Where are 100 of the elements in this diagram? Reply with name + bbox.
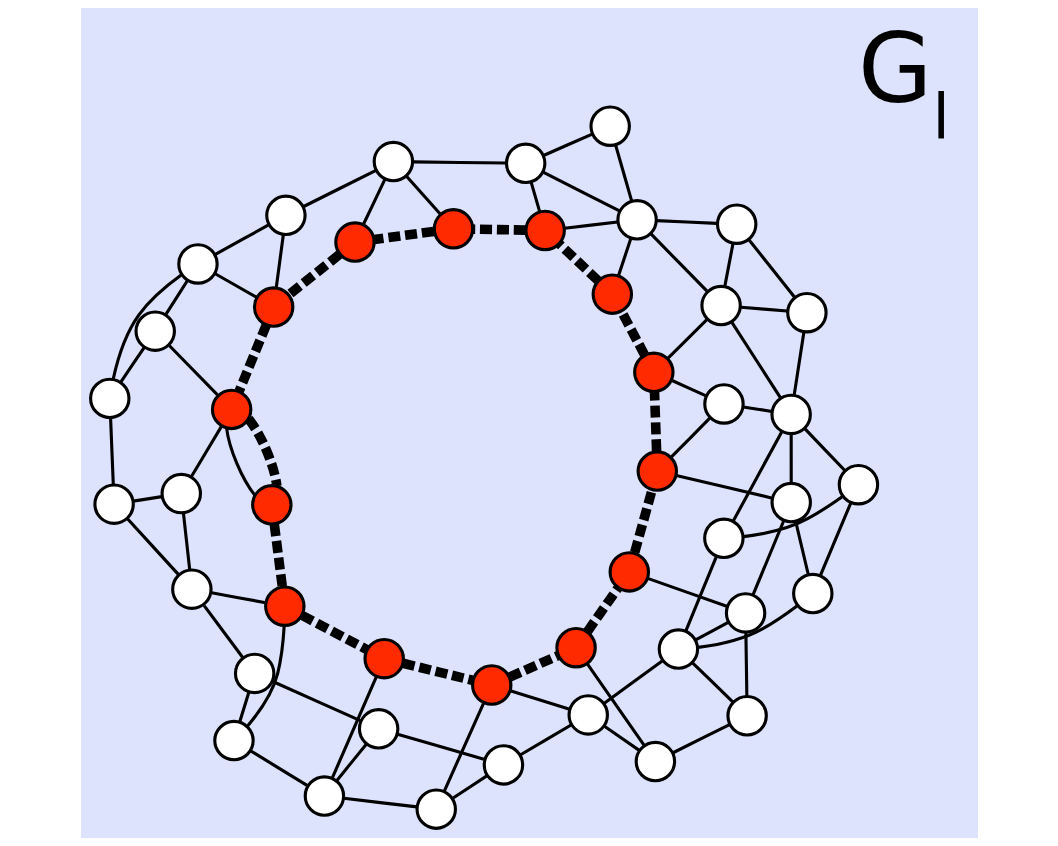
node-circle bbox=[785, 291, 828, 334]
node-circle bbox=[567, 694, 609, 736]
connector bbox=[361, 178, 386, 225]
node-circle bbox=[176, 243, 219, 285]
connector bbox=[542, 132, 593, 157]
connector bbox=[582, 585, 622, 635]
node-circle bbox=[702, 383, 745, 425]
node-circle bbox=[837, 464, 879, 506]
connector bbox=[285, 250, 342, 299]
connector bbox=[269, 523, 287, 588]
connector bbox=[213, 272, 258, 299]
node-circle bbox=[724, 592, 766, 634]
node-circle bbox=[591, 273, 633, 315]
connector bbox=[683, 556, 718, 632]
node-circle bbox=[212, 719, 255, 762]
connector bbox=[412, 160, 506, 165]
connector bbox=[181, 512, 191, 570]
connector bbox=[697, 604, 798, 649]
connector bbox=[509, 689, 570, 711]
node-circle bbox=[233, 652, 275, 695]
connector bbox=[722, 243, 734, 287]
connector bbox=[373, 226, 434, 245]
connector bbox=[675, 474, 772, 500]
node-circle bbox=[632, 351, 675, 393]
node-circle bbox=[250, 484, 293, 526]
node-circle bbox=[263, 585, 306, 627]
node-circle bbox=[715, 203, 757, 245]
connector bbox=[529, 181, 541, 212]
node-circle bbox=[303, 775, 345, 817]
node-circle bbox=[482, 744, 524, 786]
connector bbox=[163, 280, 188, 316]
connector bbox=[330, 676, 378, 779]
label: G$_{l}$ bbox=[857, 12, 950, 154]
connector bbox=[189, 425, 223, 478]
connector bbox=[730, 321, 782, 399]
connector bbox=[237, 691, 250, 723]
connector bbox=[792, 332, 805, 396]
connector bbox=[335, 743, 367, 782]
node-circle bbox=[432, 208, 474, 250]
connector bbox=[789, 434, 793, 484]
connector bbox=[519, 723, 572, 757]
node-circle bbox=[160, 472, 202, 515]
connector bbox=[343, 796, 417, 809]
connector bbox=[108, 417, 115, 485]
connector bbox=[671, 723, 730, 755]
connector bbox=[616, 238, 632, 277]
connector bbox=[743, 632, 748, 696]
node-circle bbox=[608, 551, 650, 593]
node-circle bbox=[657, 628, 699, 670]
node-circle bbox=[615, 199, 658, 241]
connector bbox=[299, 611, 369, 654]
connector bbox=[451, 774, 488, 800]
connector bbox=[585, 663, 646, 747]
connector bbox=[302, 168, 377, 208]
node-circle bbox=[725, 695, 768, 737]
node-circle bbox=[588, 105, 631, 147]
connector bbox=[249, 749, 309, 788]
connector bbox=[555, 240, 601, 285]
connector bbox=[401, 658, 474, 685]
node-circle bbox=[88, 377, 131, 420]
connector bbox=[119, 346, 146, 383]
connector bbox=[603, 724, 640, 752]
connector bbox=[167, 344, 219, 397]
connector bbox=[125, 517, 179, 576]
node-circle bbox=[252, 286, 294, 328]
connector bbox=[613, 144, 633, 202]
connector bbox=[224, 427, 256, 497]
node-circle bbox=[636, 450, 678, 492]
node-circle bbox=[170, 568, 213, 610]
node-circle bbox=[333, 221, 376, 263]
connector bbox=[666, 318, 708, 360]
node-circle bbox=[699, 284, 742, 327]
node-circle bbox=[92, 483, 135, 525]
connector bbox=[405, 175, 441, 215]
connector bbox=[646, 576, 728, 608]
node-circle bbox=[523, 209, 566, 252]
connector bbox=[602, 659, 664, 705]
connector bbox=[690, 661, 734, 704]
connector bbox=[747, 238, 796, 299]
node-circle bbox=[504, 142, 546, 185]
connector bbox=[616, 309, 649, 358]
node-circle bbox=[702, 517, 745, 560]
connector bbox=[649, 232, 709, 293]
connector bbox=[202, 604, 244, 659]
connector bbox=[234, 323, 271, 393]
node-circle bbox=[362, 637, 405, 680]
node-circle bbox=[791, 572, 834, 615]
connector bbox=[649, 391, 661, 452]
node-circle bbox=[357, 708, 399, 750]
connector bbox=[245, 626, 286, 728]
connector bbox=[803, 427, 846, 472]
connector bbox=[818, 502, 852, 577]
connector bbox=[274, 234, 285, 288]
node-circle bbox=[415, 788, 457, 830]
connector bbox=[629, 488, 657, 554]
connector bbox=[244, 416, 282, 487]
node-circle bbox=[372, 140, 414, 183]
node-circle bbox=[210, 388, 252, 431]
node-circle bbox=[634, 740, 676, 783]
node-circle bbox=[554, 626, 597, 669]
